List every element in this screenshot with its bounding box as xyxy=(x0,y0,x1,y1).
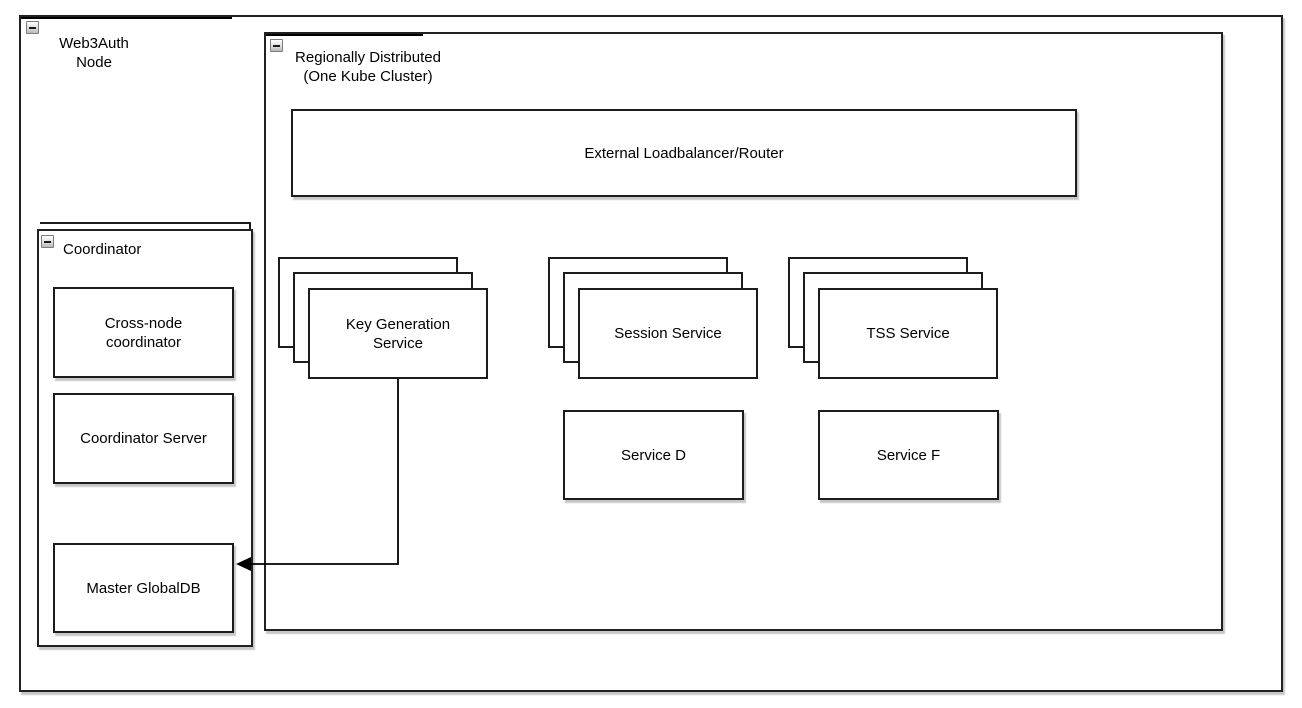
cross-node-coordinator-node[interactable]: Cross-node coordinator xyxy=(53,287,234,378)
service-f-label: Service F xyxy=(876,446,941,464)
minus-glyph xyxy=(44,240,51,243)
key-generation-service-node[interactable]: Key Generation Service xyxy=(308,288,488,379)
tss-service-label: TSS Service xyxy=(866,325,950,342)
web3auth-node-label-line1: Web3Auth xyxy=(59,35,129,52)
external-loadbalancer-label: External Loadbalancer/Router xyxy=(584,144,784,162)
cross-node-coordinator-label: Cross-node coordinator xyxy=(104,314,183,351)
service-d-node[interactable]: Service D xyxy=(563,410,744,500)
master-globaldb-label: Master GlobalDB xyxy=(86,579,201,597)
web3auth-node-label: Web3Auth Node xyxy=(30,34,158,72)
regional-label-line2: (One Kube Cluster) xyxy=(303,68,433,85)
collapse-icon[interactable] xyxy=(26,21,39,34)
service-f-node[interactable]: Service F xyxy=(818,410,999,500)
container-top-accent xyxy=(21,17,232,19)
session-service-label: Session Service xyxy=(614,325,722,342)
coordinator-server-node[interactable]: Coordinator Server xyxy=(53,393,234,484)
master-globaldb-node[interactable]: Master GlobalDB xyxy=(53,543,234,633)
key-generation-service-label: Key Generation Service xyxy=(345,315,451,352)
tss-service-node[interactable]: TSS Service xyxy=(818,288,998,379)
container-top-accent xyxy=(266,34,423,36)
coordinator-server-label: Coordinator Server xyxy=(80,430,207,447)
regional-label-line1: Regionally Distributed xyxy=(295,49,441,66)
collapse-icon[interactable] xyxy=(41,235,54,248)
minus-glyph xyxy=(273,44,280,47)
web3auth-node-label-line2: Node xyxy=(76,54,112,71)
external-loadbalancer-node[interactable]: External Loadbalancer/Router xyxy=(291,109,1077,197)
service-d-label: Service D xyxy=(620,446,687,464)
minus-glyph xyxy=(29,26,36,29)
coordinator-label: Coordinator xyxy=(63,241,142,258)
collapse-icon[interactable] xyxy=(270,39,283,52)
regionally-distributed-label: Regionally Distributed (One Kube Cluster… xyxy=(292,48,444,86)
session-service-node[interactable]: Session Service xyxy=(578,288,758,379)
